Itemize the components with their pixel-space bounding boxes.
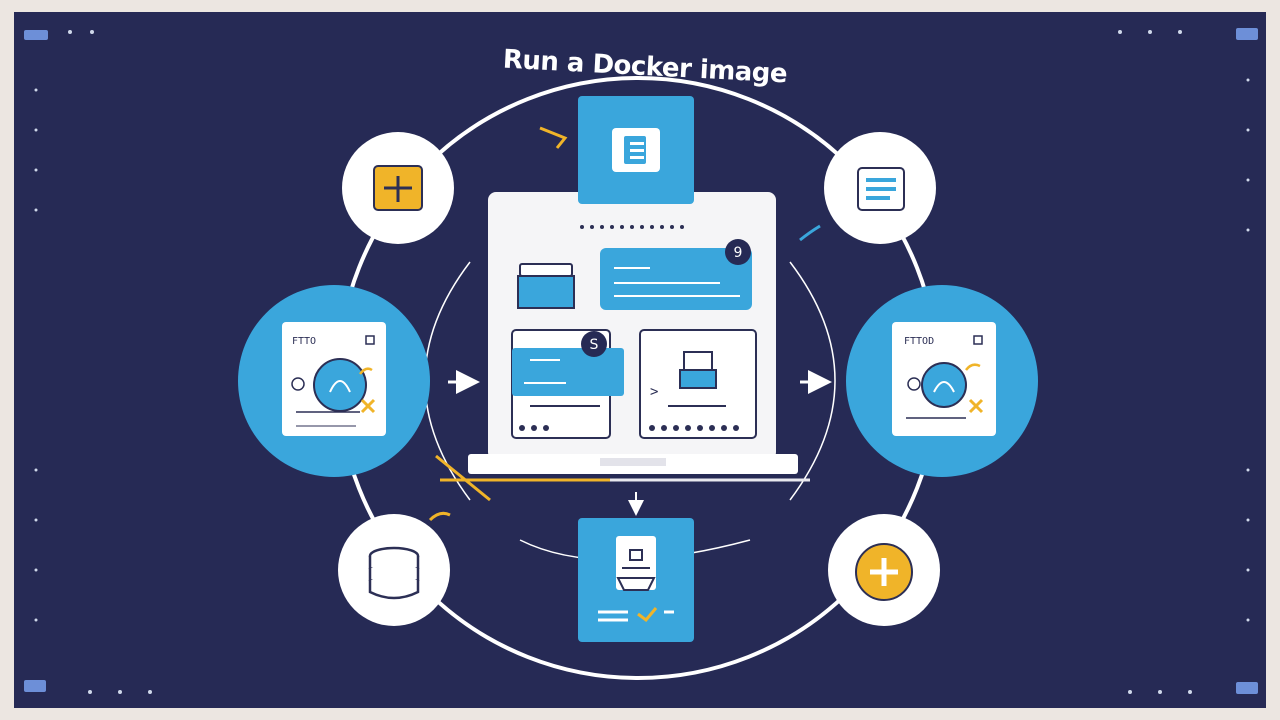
node-add-circle (828, 514, 940, 626)
step-badge (581, 331, 607, 357)
accent-stroke (799, 224, 821, 242)
node-ship (578, 518, 694, 642)
plus-circle-icon (870, 558, 898, 586)
node-database (338, 514, 450, 626)
accent-stroke (539, 126, 568, 149)
status-card (600, 248, 752, 310)
node-container-left: FTTO (238, 285, 430, 477)
list-icon (866, 178, 896, 200)
node-container-right: FTTOD (846, 285, 1038, 477)
folder-icon (517, 263, 575, 309)
inner-arc-right (789, 261, 836, 501)
document-icon (624, 136, 646, 164)
svg-text:9: 9 (734, 245, 743, 261)
accent-stroke (435, 454, 491, 502)
ship-icon (616, 549, 656, 591)
node-list (824, 132, 936, 244)
svg-text:>: > (650, 384, 658, 400)
left-panel-card (512, 348, 624, 396)
svg-text:FTTOD: FTTOD (904, 336, 934, 347)
frame-decorations (24, 28, 1258, 694)
svg-text:FTTO: FTTO (292, 336, 316, 347)
node-add (342, 132, 454, 244)
container-icon (679, 351, 717, 389)
laptop: 9 S > (440, 192, 810, 482)
node-document (578, 96, 694, 204)
svg-text:S: S (590, 337, 599, 353)
database-icon (368, 546, 420, 600)
plus-icon (384, 176, 412, 202)
notification-badge (725, 239, 751, 265)
accent-stroke (428, 511, 451, 522)
